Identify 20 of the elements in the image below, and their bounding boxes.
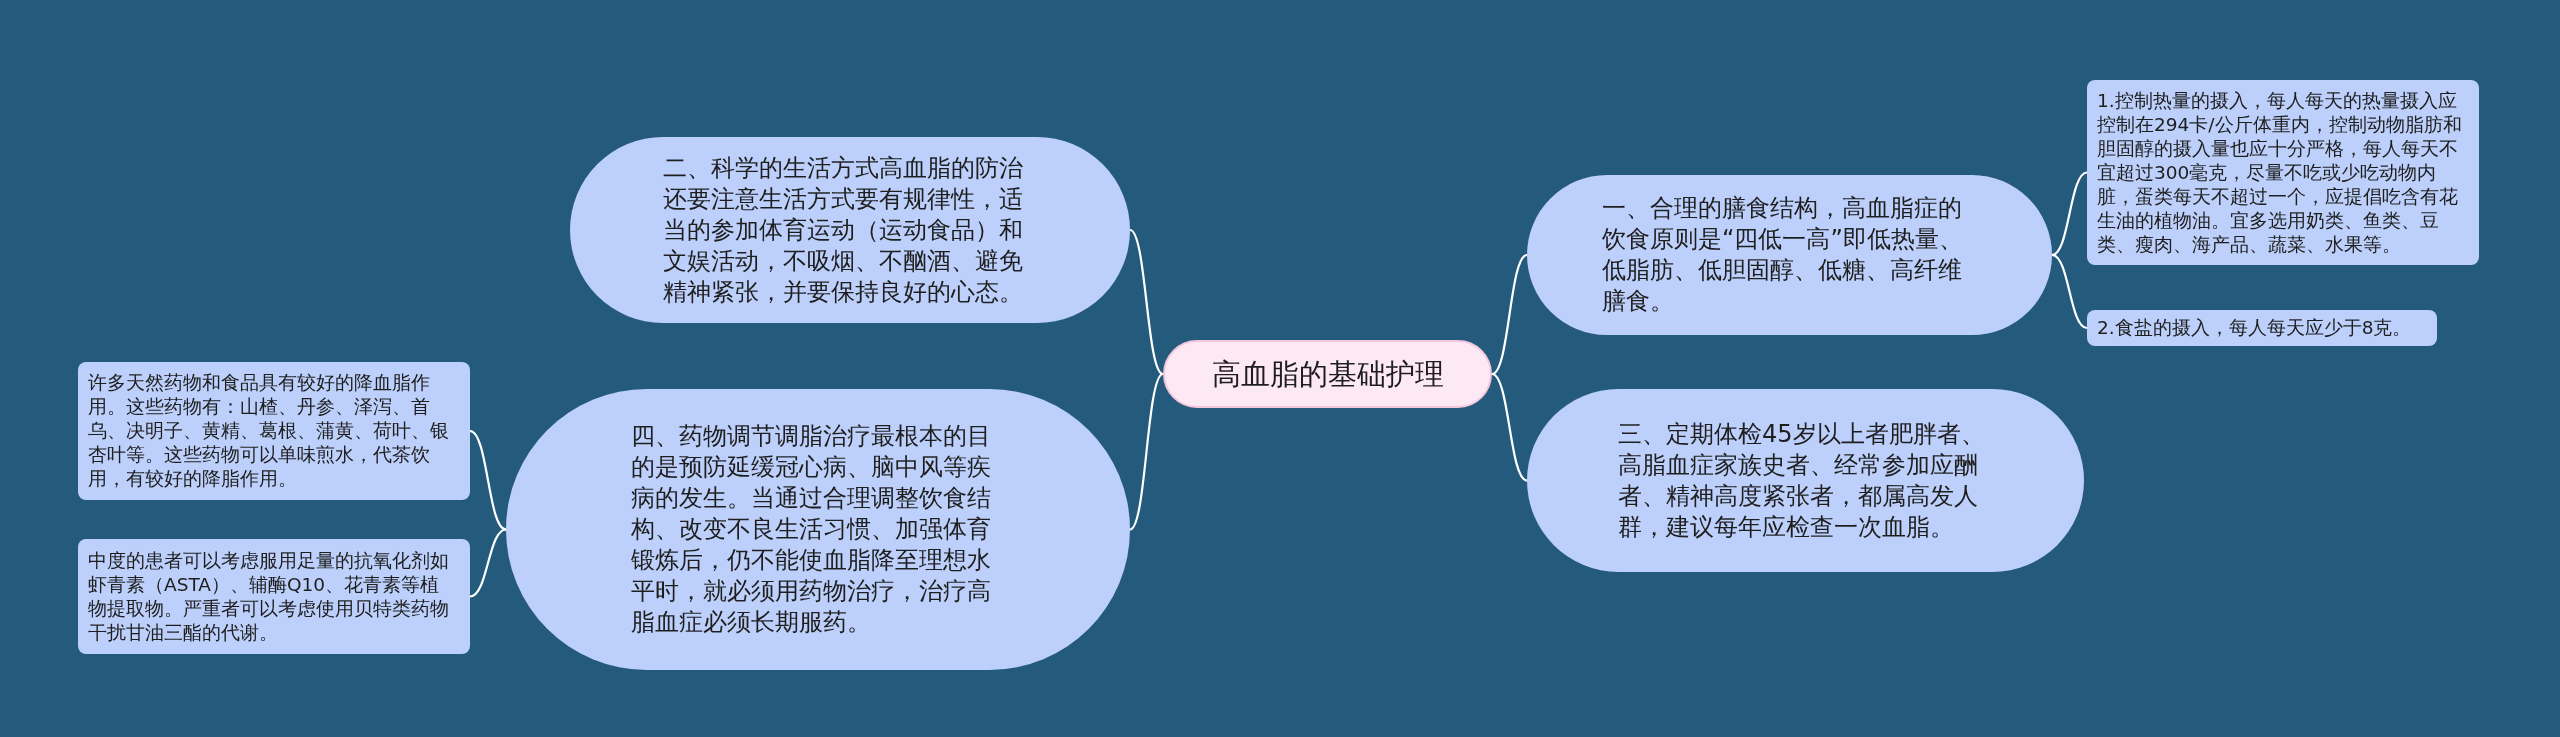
branch-text: 1.控制热量的摄入，每人每天的热量摄入应控制在294卡/公斤体重内，控制动物脂肪和胆固醇的摄入量也应十分严格，每人每天不宜超过300毫克，尽量不吃或少吃动物内脏，蛋类每天不超过一个，应提倡吃含有花生油的植物油。宜多选用奶类、鱼类、豆类、瘦肉、海产品、蔬菜、水果等。 xyxy=(2097,88,2463,257)
note-card xyxy=(78,362,470,500)
connector xyxy=(469,430,507,531)
connector xyxy=(2051,253,2088,330)
connector xyxy=(1491,373,1528,482)
branch-text: 四、药物调节调脂治疗最根本的目的是预防延缓冠心病、脑中风等疾病的发生。当通过合理调整饮食结构、改变不良生活习惯、加强体育锻炼后，仍不能使血脂降至理想水平时，就必须用药物治疗，治疗高脂血症必须长期服药。 xyxy=(630,421,992,638)
branch-text: 一、合理的膳食结构，高血脂症的饮食原则是“四低一高”即低热量、低脂肪、低胆固醇、低糖、高纤维膳食。 xyxy=(1602,193,1964,317)
connector xyxy=(1129,373,1164,531)
branch-text: 三、定期体检45岁以上者肥胖者、高脂血症家族史者、经常参加应酬者、精神高度紧张者，都属高发人群，建议每年应检查一次血脂。 xyxy=(1618,418,1986,543)
connector xyxy=(1491,254,1528,375)
connector xyxy=(1129,229,1164,375)
connector xyxy=(2051,171,2088,257)
branch-text: 2.食盐的摄入，每人每天应少于8克。 xyxy=(2097,316,2413,340)
branch-text: 二、科学的生活方式高血脂的防治还要注意生活方式要有规律性，适当的参加体育运动（运动食品）和文娱活动，不吸烟、不酗酒、避免精神紧张，并要保持良好的心态。 xyxy=(662,152,1024,308)
topic-title: 高血脂的基础护理 xyxy=(1210,356,1445,392)
branch-text: 许多天然药物和食品具有较好的降血脂作用。这些药物有：山楂、丹参、泽泻、首乌、决明子、黄精、葛根、蒲黄、荷叶、银杏叶等。这些药物可以单味煎水，代茶饮用，有较好的降脂作用。 xyxy=(88,371,450,491)
branch-text: 中度的患者可以考虑服用足量的抗氧化剂如虾青素（ASTA）、辅酶Q10、花青素等植物提取物。严重者可以考虑使用贝特类药物干扰甘油三酯的代谢。 xyxy=(88,548,450,645)
note-card xyxy=(78,539,470,654)
note-card xyxy=(2087,310,2437,346)
connector xyxy=(469,528,507,598)
